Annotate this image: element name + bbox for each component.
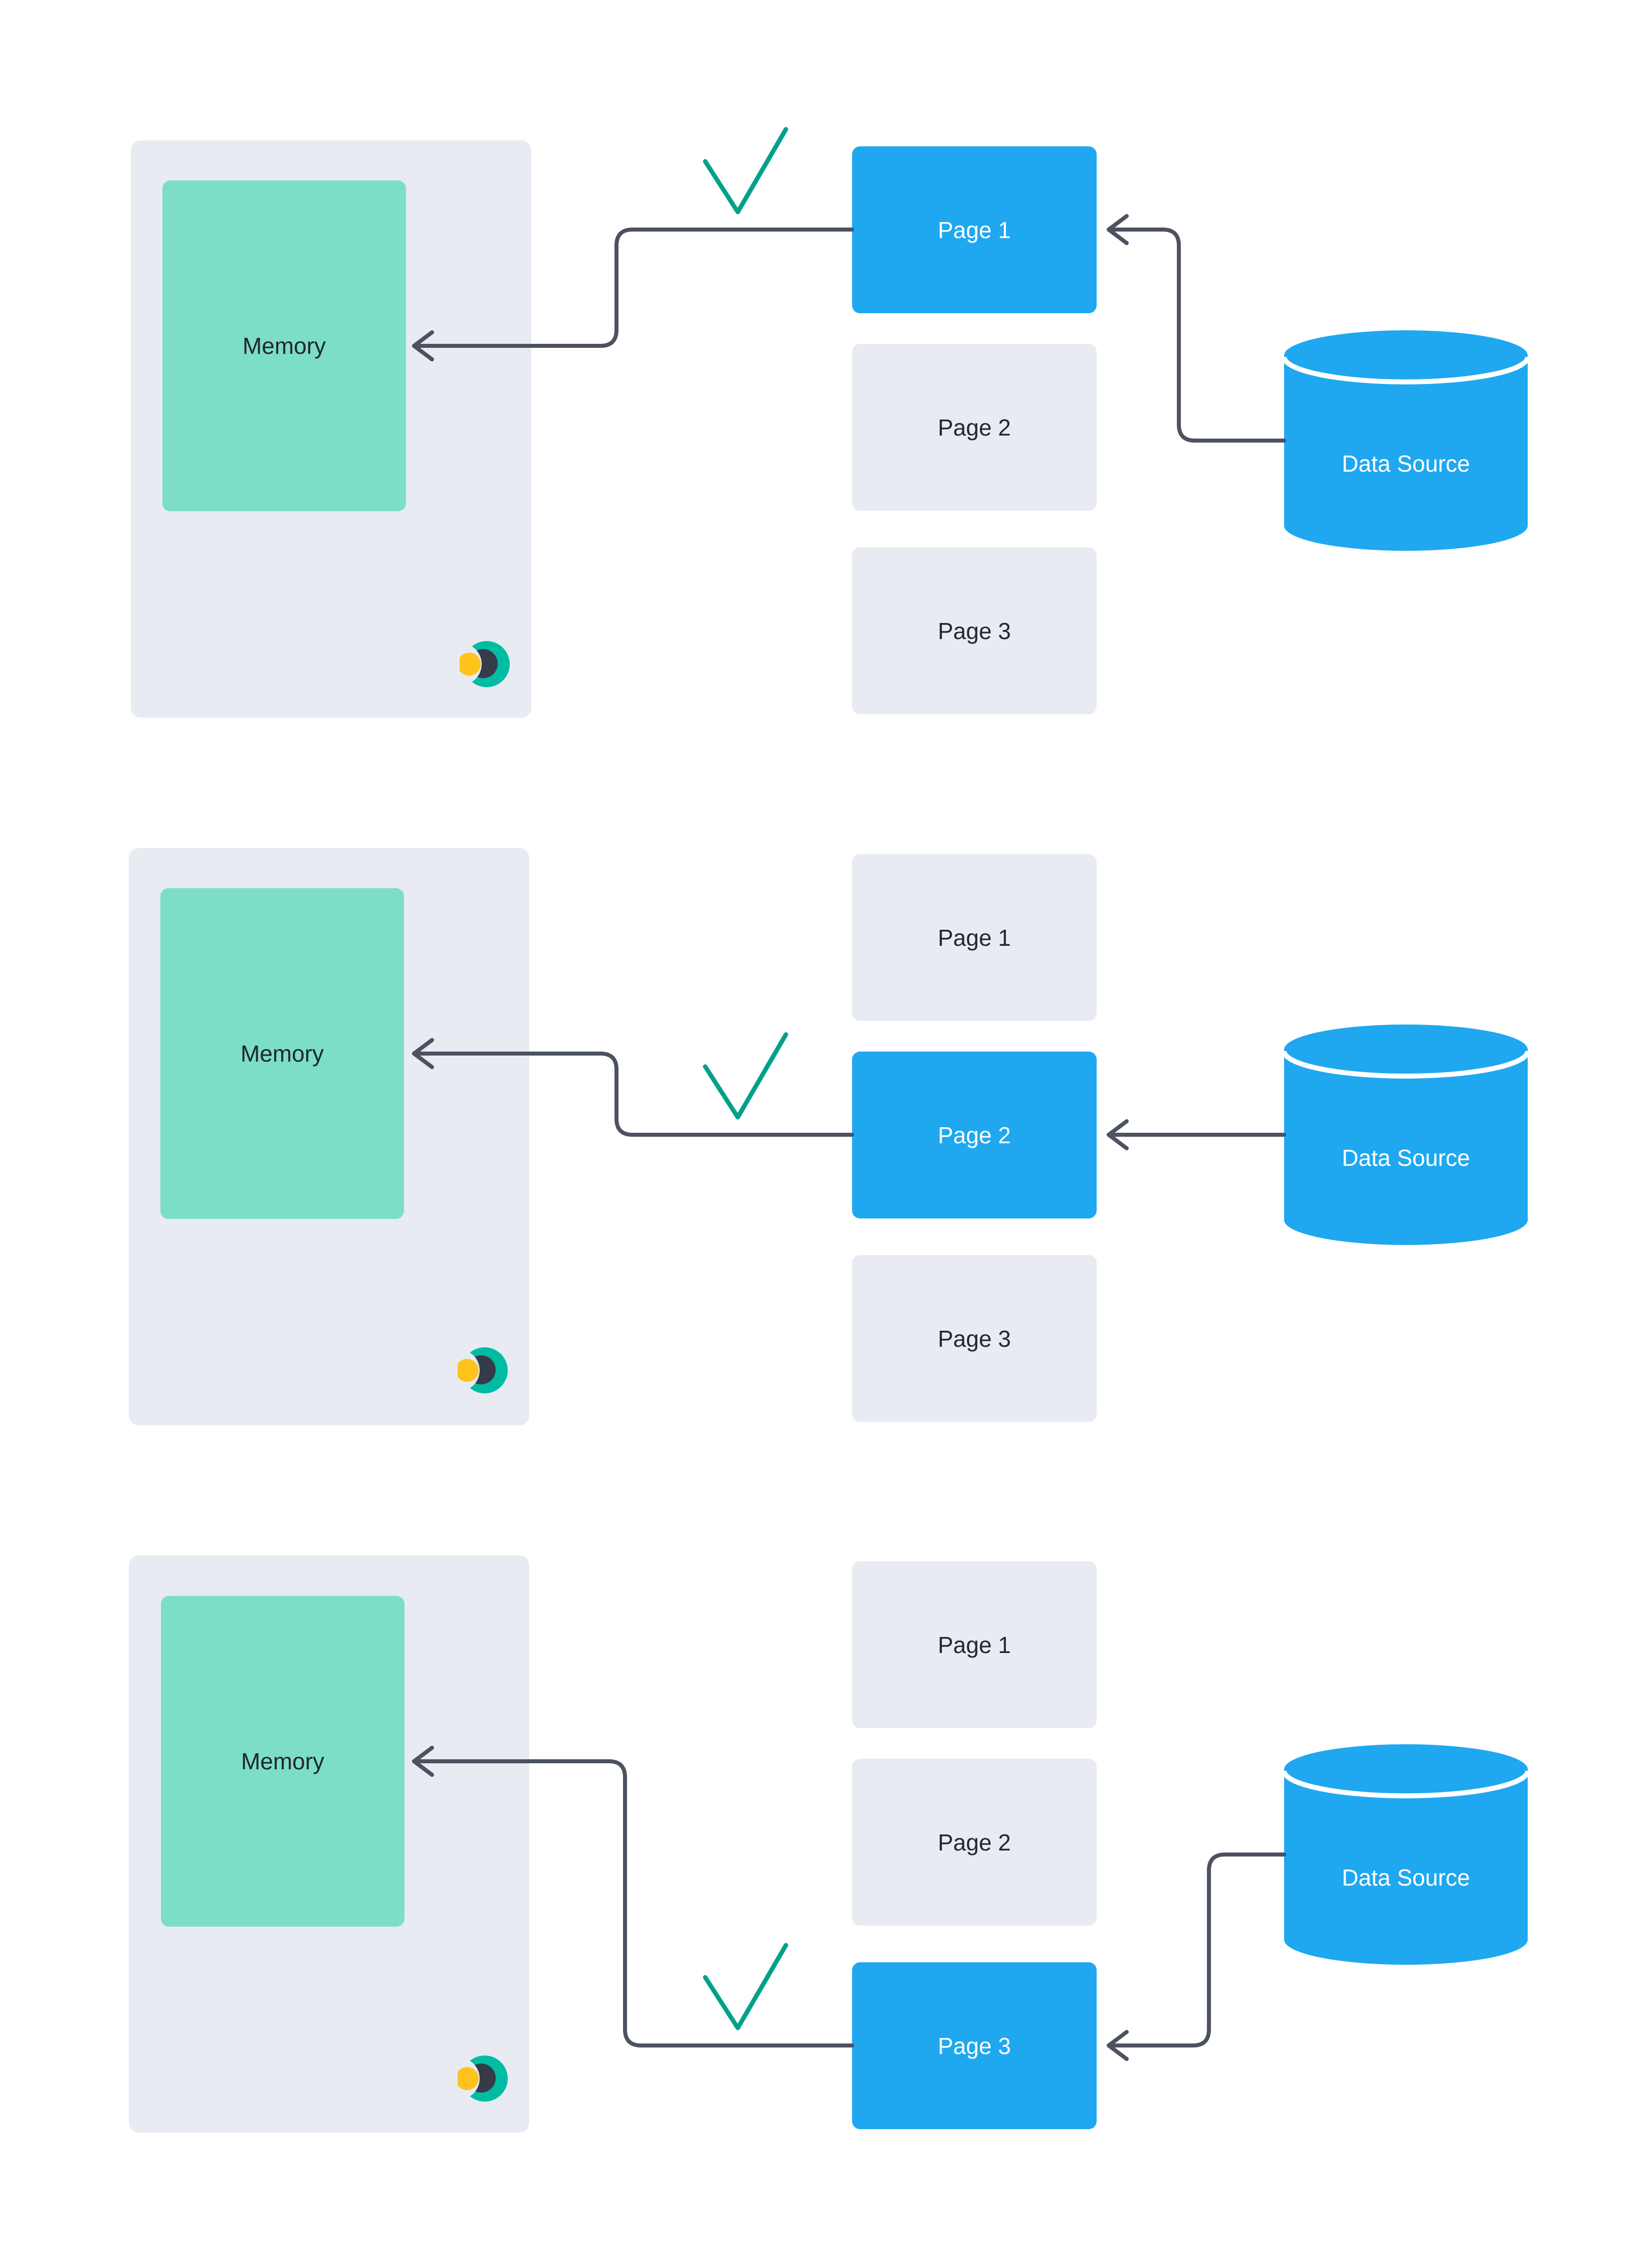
page-label: Page 2 [938, 1829, 1011, 1856]
page-label: Page 2 [938, 1122, 1011, 1148]
page-box-3: Page 3 [852, 1255, 1097, 1422]
datasource-label: Data Source [1342, 1865, 1470, 1891]
memory-panel: Memory [129, 848, 529, 1425]
page-box-2: Page 2 [852, 1759, 1097, 1926]
arrow-datasource-to-page3 [1107, 1853, 1286, 2061]
page-box-3: Page 3 [852, 547, 1097, 714]
datasource-cylinder [1282, 1744, 1530, 1965]
datasource-label: Data Source [1342, 1145, 1470, 1171]
check-icon [703, 1032, 788, 1120]
page-box-1: Page 1 [852, 1561, 1097, 1728]
memory-label: Memory [241, 1748, 325, 1774]
page-box-1: Page 1 [852, 854, 1097, 1021]
datasource-label: Data Source [1342, 451, 1470, 477]
page-box-2: Page 2 [852, 1052, 1097, 1218]
memory-panel: Memory [131, 140, 531, 718]
check-icon [703, 1943, 788, 2030]
datasource-cylinder [1282, 330, 1530, 551]
logo-icon [458, 1347, 508, 1393]
page-label: Page 1 [938, 1631, 1011, 1658]
logo-icon [458, 2056, 508, 2102]
page-box-2: Page 2 [852, 344, 1097, 511]
memory-label: Memory [240, 1041, 324, 1067]
page-box-1: Page 1 [852, 146, 1097, 313]
check-icon [703, 127, 788, 215]
page-label: Page 3 [938, 1325, 1011, 1352]
arrow-left-icon [1107, 214, 1129, 245]
datasource-cylinder [1282, 1024, 1530, 1245]
page-label: Page 1 [938, 217, 1011, 243]
memory-box: Memory [160, 888, 404, 1219]
page-box-3: Page 3 [852, 1962, 1097, 2129]
arrow-datasource-to-page2 [1107, 1119, 1286, 1150]
memory-box: Memory [161, 1596, 404, 1927]
arrow-datasource-to-page1 [1107, 214, 1286, 443]
logo-icon [460, 641, 510, 687]
memory-label: Memory [242, 333, 326, 359]
page-label: Page 3 [938, 2032, 1011, 2059]
page-label: Page 2 [938, 414, 1011, 441]
memory-panel: Memory [129, 1555, 529, 2133]
page-label: Page 3 [938, 618, 1011, 644]
memory-box: Memory [162, 180, 406, 511]
page-label: Page 1 [938, 924, 1011, 951]
arrow-left-icon [1107, 2030, 1129, 2061]
arrow-left-icon [1107, 1119, 1129, 1150]
